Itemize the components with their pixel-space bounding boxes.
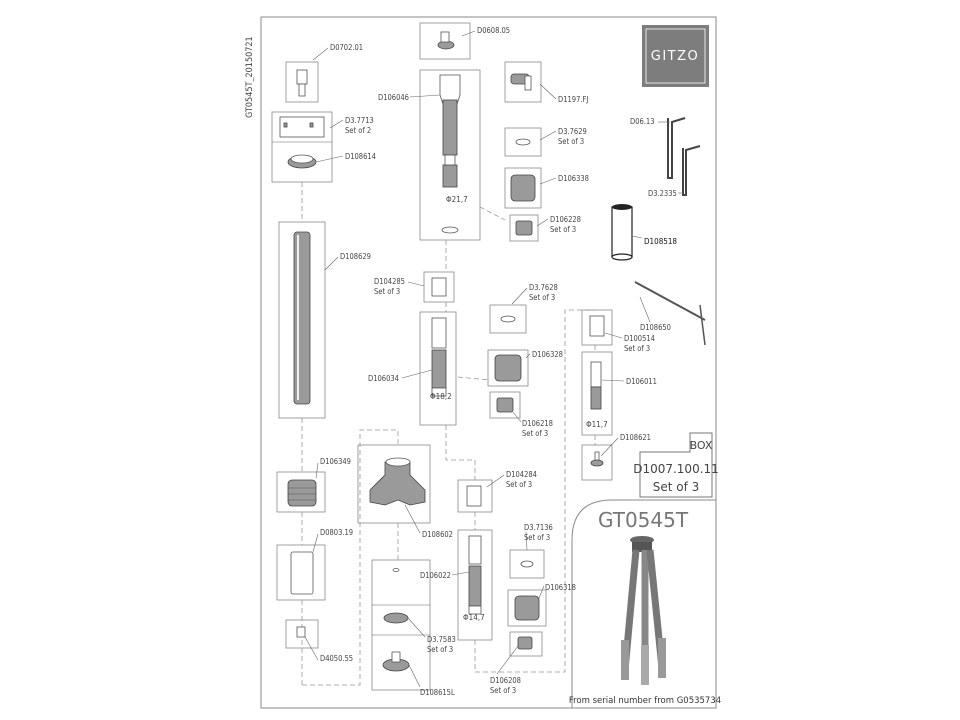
part-qty: Set of 3	[427, 645, 453, 654]
part-label: D104284	[506, 470, 537, 479]
tripod-photo	[621, 536, 666, 685]
part-d1197fj	[504, 61, 542, 103]
allen-keys	[667, 117, 701, 196]
part-label: D106349	[320, 457, 351, 466]
diameter-label: Φ18,2	[430, 392, 452, 401]
part-d106338	[504, 167, 542, 209]
part-d37628	[489, 304, 527, 334]
part-d106046	[419, 69, 481, 241]
part-qty: Set of 2	[345, 126, 371, 135]
part-label: D108621	[620, 433, 651, 442]
part-label: D108614	[345, 152, 376, 161]
part-labels: D0702.01 D3.7713 Set of 2 D108614 D10862…	[304, 26, 683, 697]
part-label: D3.7583	[427, 635, 456, 644]
part-label: D3.7629	[558, 127, 587, 136]
part-label: D106034	[368, 374, 399, 383]
part-d108602	[357, 444, 431, 524]
box-qty: Set of 3	[653, 480, 700, 494]
part-label: D106318	[545, 583, 576, 592]
part-d106349	[276, 471, 326, 513]
part-label: D108615L	[420, 688, 455, 697]
part-d106318	[507, 589, 547, 627]
part-label: D4050.55	[320, 654, 353, 663]
part-label: D0702.01	[330, 43, 363, 52]
part-d37583-d108615l	[371, 559, 431, 691]
gitzo-logo: GITZO	[642, 25, 709, 87]
diameter-label: Φ14,7	[463, 613, 485, 622]
part-label: D106218	[522, 419, 553, 428]
part-label: D108518	[644, 237, 677, 246]
part-d100514	[581, 309, 613, 346]
box-info: BOX D1007.100.11 Set of 3	[633, 432, 719, 498]
part-label: D0803.19	[320, 528, 353, 537]
part-label: D108629	[340, 252, 371, 261]
serial-note: From serial number from G0535734	[569, 696, 721, 706]
model-name: GT0545T	[598, 508, 689, 532]
part-d106034	[419, 311, 457, 426]
part-d106218	[489, 391, 521, 419]
part-d106228	[509, 214, 539, 242]
part-d106011	[581, 351, 613, 436]
part-label: D106046	[378, 93, 409, 102]
part-label: D3.7136	[524, 523, 553, 532]
part-d108650	[634, 281, 706, 346]
part-d104285	[423, 271, 455, 303]
part-label: D06.13	[630, 117, 655, 126]
part-label: D1197.FJ	[558, 95, 588, 104]
part-label: D106228	[550, 215, 581, 224]
column-right	[581, 117, 706, 481]
part-label: D106338	[558, 174, 589, 183]
part-label: D106022	[420, 571, 451, 580]
diameter-label: Φ21,7	[446, 195, 468, 204]
part-qty: Set of 3	[522, 429, 548, 438]
assembly-guides	[301, 182, 596, 686]
brand-name: GITZO	[651, 49, 700, 64]
part-qty: Set of 3	[374, 287, 400, 296]
part-d108621	[581, 444, 613, 481]
part-qty: Set of 3	[529, 293, 555, 302]
part-d37629	[504, 127, 542, 157]
part-qty: Set of 3	[550, 225, 576, 234]
part-d106328	[487, 349, 529, 387]
part-label: D3.7713	[345, 116, 374, 125]
part-label: D108602	[422, 530, 453, 539]
part-label: D104285	[374, 277, 405, 286]
part-d108518	[611, 204, 633, 261]
part-d106022	[457, 529, 493, 641]
box-title: BOX	[690, 439, 713, 452]
part-label: D106208	[490, 676, 521, 685]
part-label: D0608.05	[477, 26, 510, 35]
column-center-low	[357, 444, 547, 691]
part-qty: Set of 3	[506, 480, 532, 489]
part-d108629	[278, 221, 326, 419]
column-center-mid	[419, 271, 529, 426]
part-qty: Set of 3	[558, 137, 584, 146]
part-qty: Set of 3	[624, 344, 650, 353]
diameter-label: Φ11,7	[586, 420, 608, 429]
model-panel: GT0545T From serial number from G0535734	[569, 499, 721, 708]
part-label: D106328	[532, 350, 563, 359]
part-d080319-d405055	[276, 544, 326, 649]
part-label: D100514	[624, 334, 655, 343]
part-d060805	[419, 22, 471, 60]
part-label: D106011	[626, 377, 657, 386]
part-qty: Set of 3	[524, 533, 550, 542]
part-label: D3.7628	[529, 283, 558, 292]
part-label: D108650	[640, 323, 671, 332]
box-code: D1007.100.11	[633, 462, 719, 476]
part-d37713-d108614	[271, 111, 333, 183]
column-center-top	[419, 22, 542, 242]
part-d070201	[285, 61, 319, 103]
part-qty: Set of 3	[490, 686, 516, 695]
part-label: D3.2335	[648, 189, 677, 198]
part-d106208	[509, 631, 543, 657]
sheet-code: GT0545T_20150721	[245, 36, 255, 118]
part-d104284	[457, 479, 493, 513]
sheet-frame	[260, 16, 717, 709]
column-left	[271, 61, 333, 649]
